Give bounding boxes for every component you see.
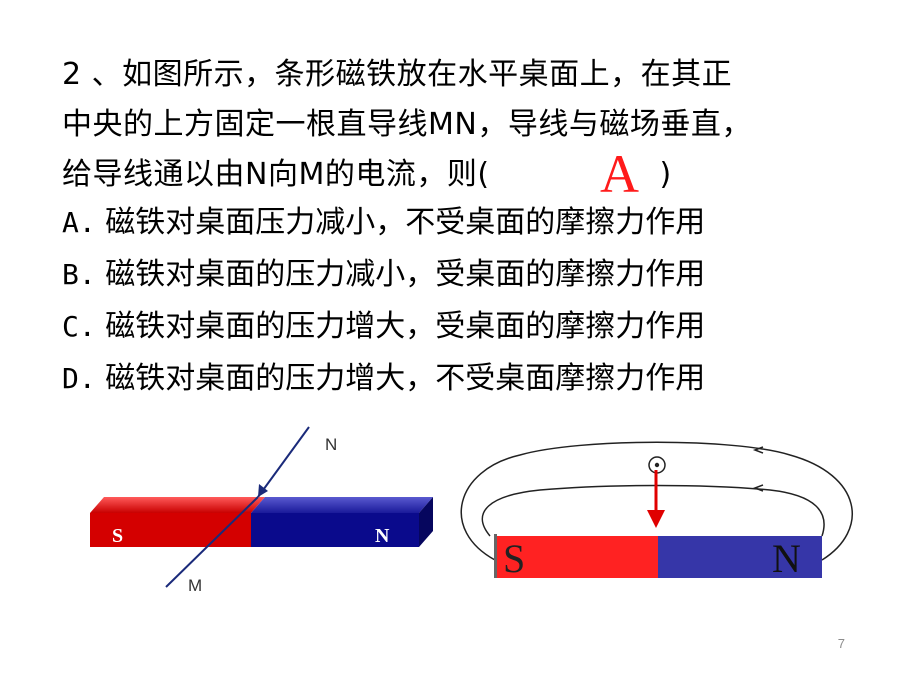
magnet-s-section (497, 536, 658, 578)
option-c-letter: C. (62, 310, 96, 343)
option-c-text: 磁铁对桌面的压力增大，受桌面的摩擦力作用 (105, 309, 706, 344)
field-outer-arrow-icon (752, 446, 764, 454)
magnet-n-front (251, 513, 419, 547)
magnet-n-top (251, 497, 433, 513)
field-line-inner (481, 484, 825, 537)
field-line-outer (460, 441, 853, 561)
wire-lower (165, 496, 259, 588)
option-d: D. 磁铁对桌面的压力增大，不受桌面摩擦力作用 (62, 353, 705, 405)
magnet-end-face (419, 497, 433, 547)
right-figure: S N (460, 441, 853, 581)
option-a-text: 磁铁对桌面压力减小，不受桌面的摩擦力作用 (105, 205, 706, 240)
option-b-letter: B. (62, 258, 96, 291)
option-c: C. 磁铁对桌面的压力增大，受桌面的摩擦力作用 (62, 301, 705, 353)
magnet-left-edge (494, 534, 497, 578)
left-magnet-s-label: S (112, 525, 123, 547)
magnet-s-top (90, 497, 265, 513)
page-number: 7 (837, 636, 845, 651)
force-arrow-icon (647, 510, 665, 528)
right-magnet-n-label: N (772, 536, 801, 581)
option-b: B. 磁铁对桌面的压力减小，受桌面的摩擦力作用 (62, 249, 705, 301)
field-inner-arrow-icon (752, 484, 764, 492)
right-magnet-s-label: S (503, 536, 525, 581)
wire-section-dot-icon (654, 462, 660, 468)
option-a: A. 磁铁对桌面压力减小，不受桌面的摩擦力作用 (62, 197, 705, 249)
question-line-3-start: 给导线通以由N向M的电流，则( (62, 157, 490, 192)
question-line-1: 2 、如图所示，条形磁铁放在水平桌面上，在其正 (62, 57, 733, 92)
left-figure: S N N M (90, 426, 433, 595)
option-b-text: 磁铁对桌面的压力减小，受桌面的摩擦力作用 (105, 257, 706, 292)
option-d-letter: D. (62, 362, 96, 395)
question-text: 2 、如图所示，条形磁铁放在水平桌面上，在其正 中央的上方固定一根直导线MN，导… (62, 50, 862, 200)
option-a-letter: A. (62, 206, 96, 239)
left-magnet-n-label: N (375, 525, 390, 547)
answer-mark: A (600, 144, 639, 204)
option-d-text: 磁铁对桌面的压力增大，不受桌面摩擦力作用 (105, 361, 706, 396)
wire-bottom-label: M (188, 576, 202, 595)
magnet-n-section (658, 536, 822, 578)
wire-arrow-icon (258, 484, 268, 497)
question-line-3-end: ) (659, 157, 672, 192)
question-line-2: 中央的上方固定一根直导线MN，导线与磁场垂直， (62, 107, 752, 142)
wire-top-label: N (325, 435, 337, 454)
question-line-3: 给导线通以由N向M的电流，则() (62, 150, 862, 200)
options-list: A. 磁铁对桌面压力减小，不受桌面的摩擦力作用 B. 磁铁对桌面的压力减小，受桌… (62, 197, 705, 405)
wire-upper (257, 426, 310, 498)
